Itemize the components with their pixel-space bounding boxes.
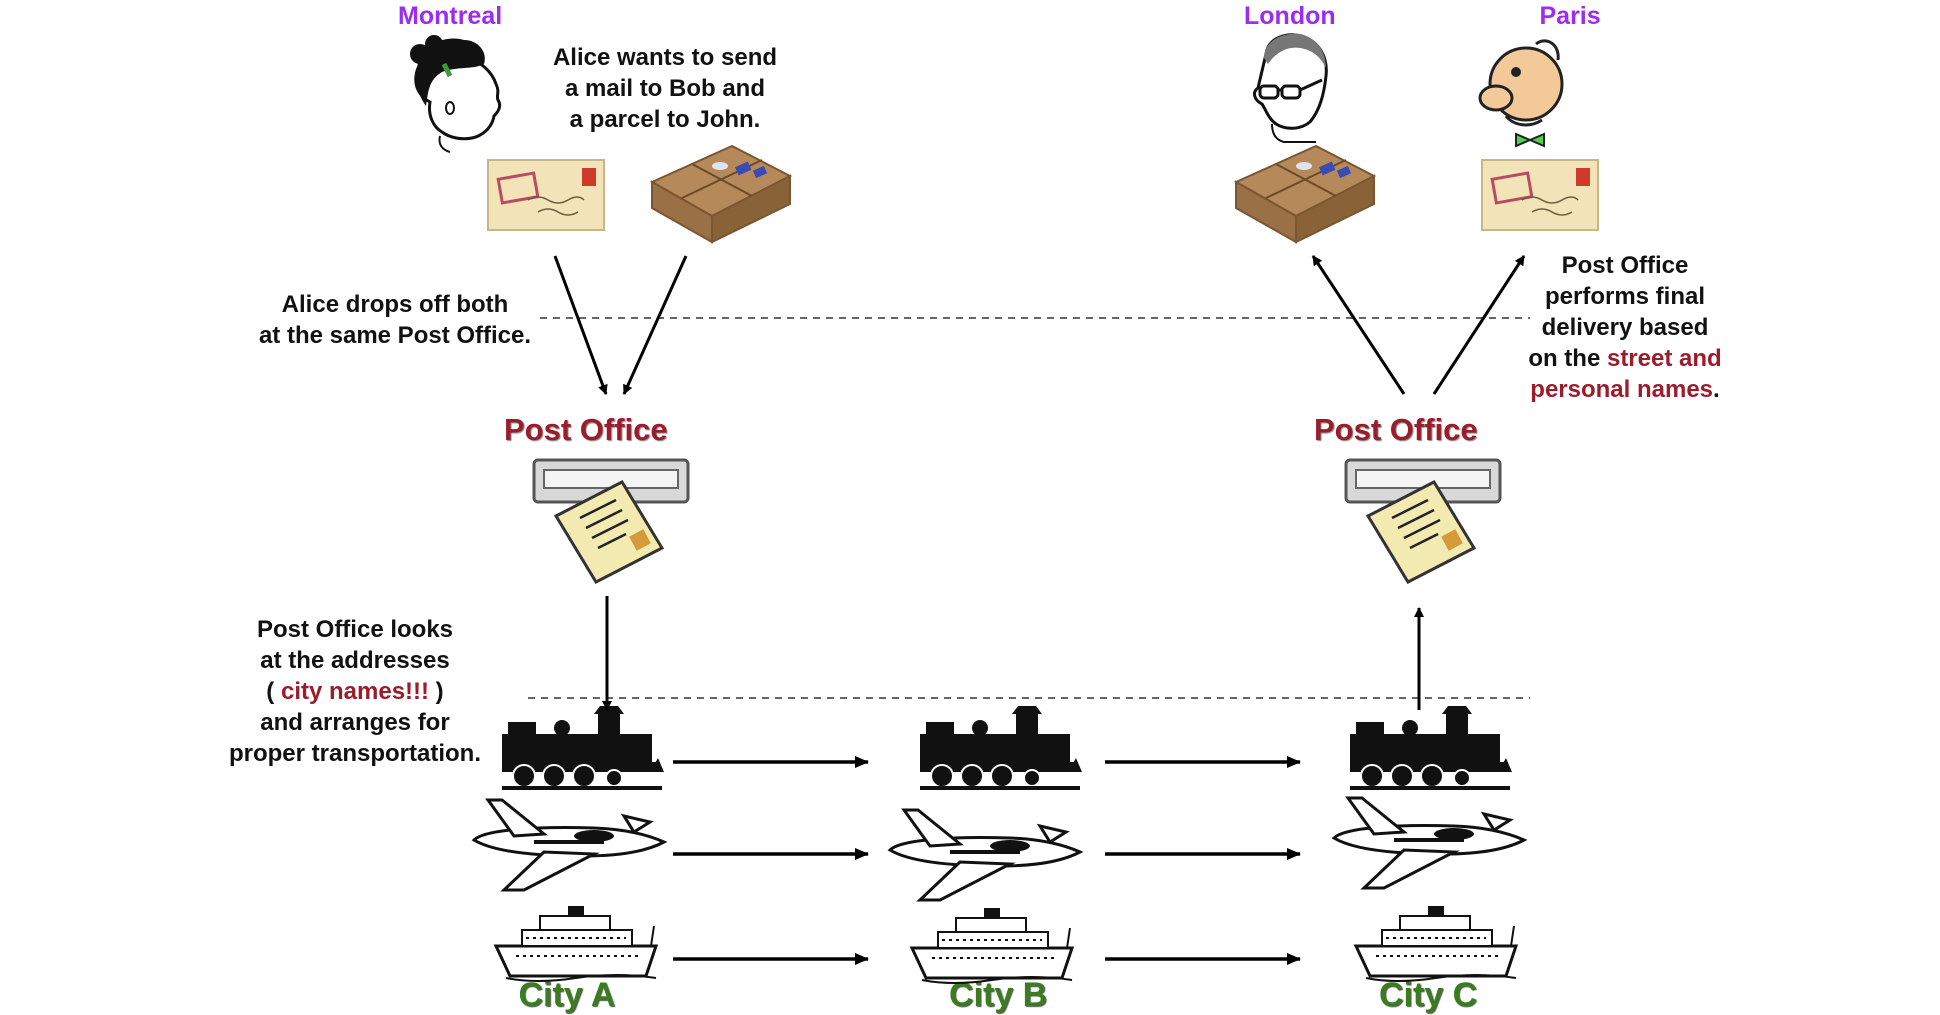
train-icon <box>919 705 1083 791</box>
final-delivery-text: Post Office performs final delivery base… <box>1528 252 1722 403</box>
man-bowtie-icon <box>1478 39 1564 148</box>
letter-icon <box>486 158 606 232</box>
airplane-icon <box>1332 796 1526 890</box>
looks-at-addresses-text: Post Office looks at the addresses ( cit… <box>228 616 481 767</box>
ship-icon <box>910 906 1074 985</box>
train-icon <box>501 705 665 791</box>
train-icon <box>1349 705 1513 791</box>
arrow-parcel-to-post-office <box>622 255 688 395</box>
airplane-icon <box>888 808 1082 902</box>
arrow-post-office-to-paris <box>1432 255 1526 395</box>
ship-icon <box>1354 904 1518 983</box>
parcel-icon <box>1235 145 1375 243</box>
city-label-paris: Paris <box>1539 2 1601 30</box>
city-label-montreal: Montreal <box>398 2 503 30</box>
mail-slot-icon <box>532 458 690 584</box>
airplane-icon <box>472 798 666 892</box>
post-office-left-label: Post Office <box>504 412 668 447</box>
city-label-a: City A <box>518 976 616 1014</box>
letter-icon <box>1480 158 1600 232</box>
ship-icon <box>494 904 658 983</box>
mail-slot-icon <box>1344 458 1502 584</box>
parcel-icon <box>651 145 791 243</box>
arrow-post-office-to-london <box>1311 255 1406 395</box>
post-office-right-label: Post Office <box>1314 412 1478 447</box>
drop-off-text: Alice drops off both at the same Post Of… <box>258 291 532 349</box>
arrow-letter-to-post-office <box>553 255 608 395</box>
woman-icon <box>410 35 502 153</box>
city-label-london: London <box>1244 2 1336 30</box>
alice-wants-text: Alice wants to send a mail to Bob and a … <box>552 44 778 133</box>
city-label-c: City C <box>1379 976 1478 1014</box>
man-glasses-icon <box>1253 33 1328 143</box>
